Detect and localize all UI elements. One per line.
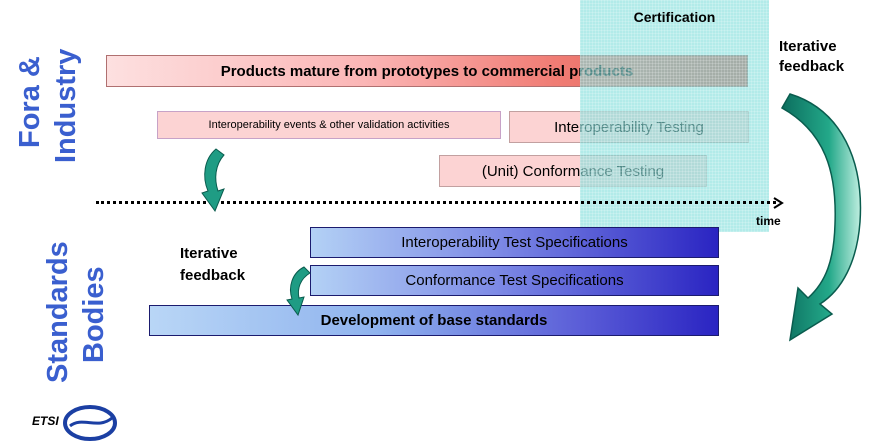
interop-events-bar: Interoperability events & other validati… xyxy=(157,111,501,139)
conformance-test-specs-label: Conformance Test Specifications xyxy=(405,272,624,289)
right-feedback-line1: Iterative xyxy=(779,38,837,55)
left-feedback-line2: feedback xyxy=(180,267,246,284)
interop-test-specs-label: Interoperability Test Specifications xyxy=(401,234,628,251)
etsi-logo-text: ETSI xyxy=(32,414,59,428)
base-standards-bar: Development of base standards xyxy=(149,305,719,336)
products-bar-label: Products mature from prototypes to comme… xyxy=(220,62,634,80)
etsi-logo: ETSI xyxy=(32,404,122,442)
base-standards-label: Development of base standards xyxy=(320,312,548,329)
standards-label-line1: Standards xyxy=(42,241,74,383)
right-feedback-line2: feedback xyxy=(779,58,845,75)
interop-test-specs-bar: Interoperability Test Specifications xyxy=(310,227,719,258)
feedback-arrow-icon xyxy=(780,93,862,342)
small-feedback-arrow-icon xyxy=(201,148,225,213)
etsi-logo-icon xyxy=(63,405,117,441)
spec-feedback-arrow-icon xyxy=(286,266,311,317)
standards-label-line2: Bodies xyxy=(78,266,110,363)
conformance-test-specs-bar: Conformance Test Specifications xyxy=(310,265,719,296)
time-label: time xyxy=(756,214,781,228)
left-feedback-line1: Iterative xyxy=(180,245,238,262)
timeline-line xyxy=(96,201,776,204)
fora-label-line1: Fora & xyxy=(14,56,46,148)
timeline-arrowhead xyxy=(773,197,784,209)
interop-events-label: Interoperability events & other validati… xyxy=(208,119,450,131)
certification-region xyxy=(580,0,769,232)
fora-label-line2: Industry xyxy=(50,48,82,163)
certification-label: Certification xyxy=(633,9,716,25)
